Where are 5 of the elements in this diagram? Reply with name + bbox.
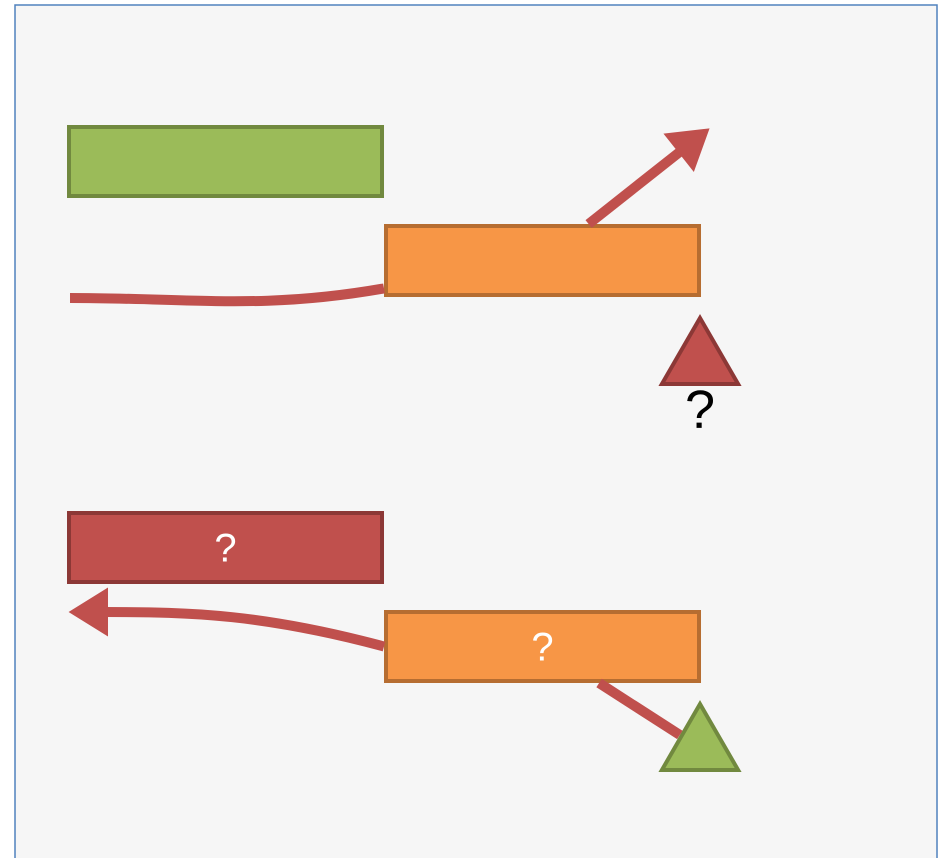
process-box: ? [67,511,384,584]
process-box: ? [384,610,701,683]
process-box [384,224,701,297]
question-mark: ? [687,390,714,428]
process-box [67,125,384,198]
